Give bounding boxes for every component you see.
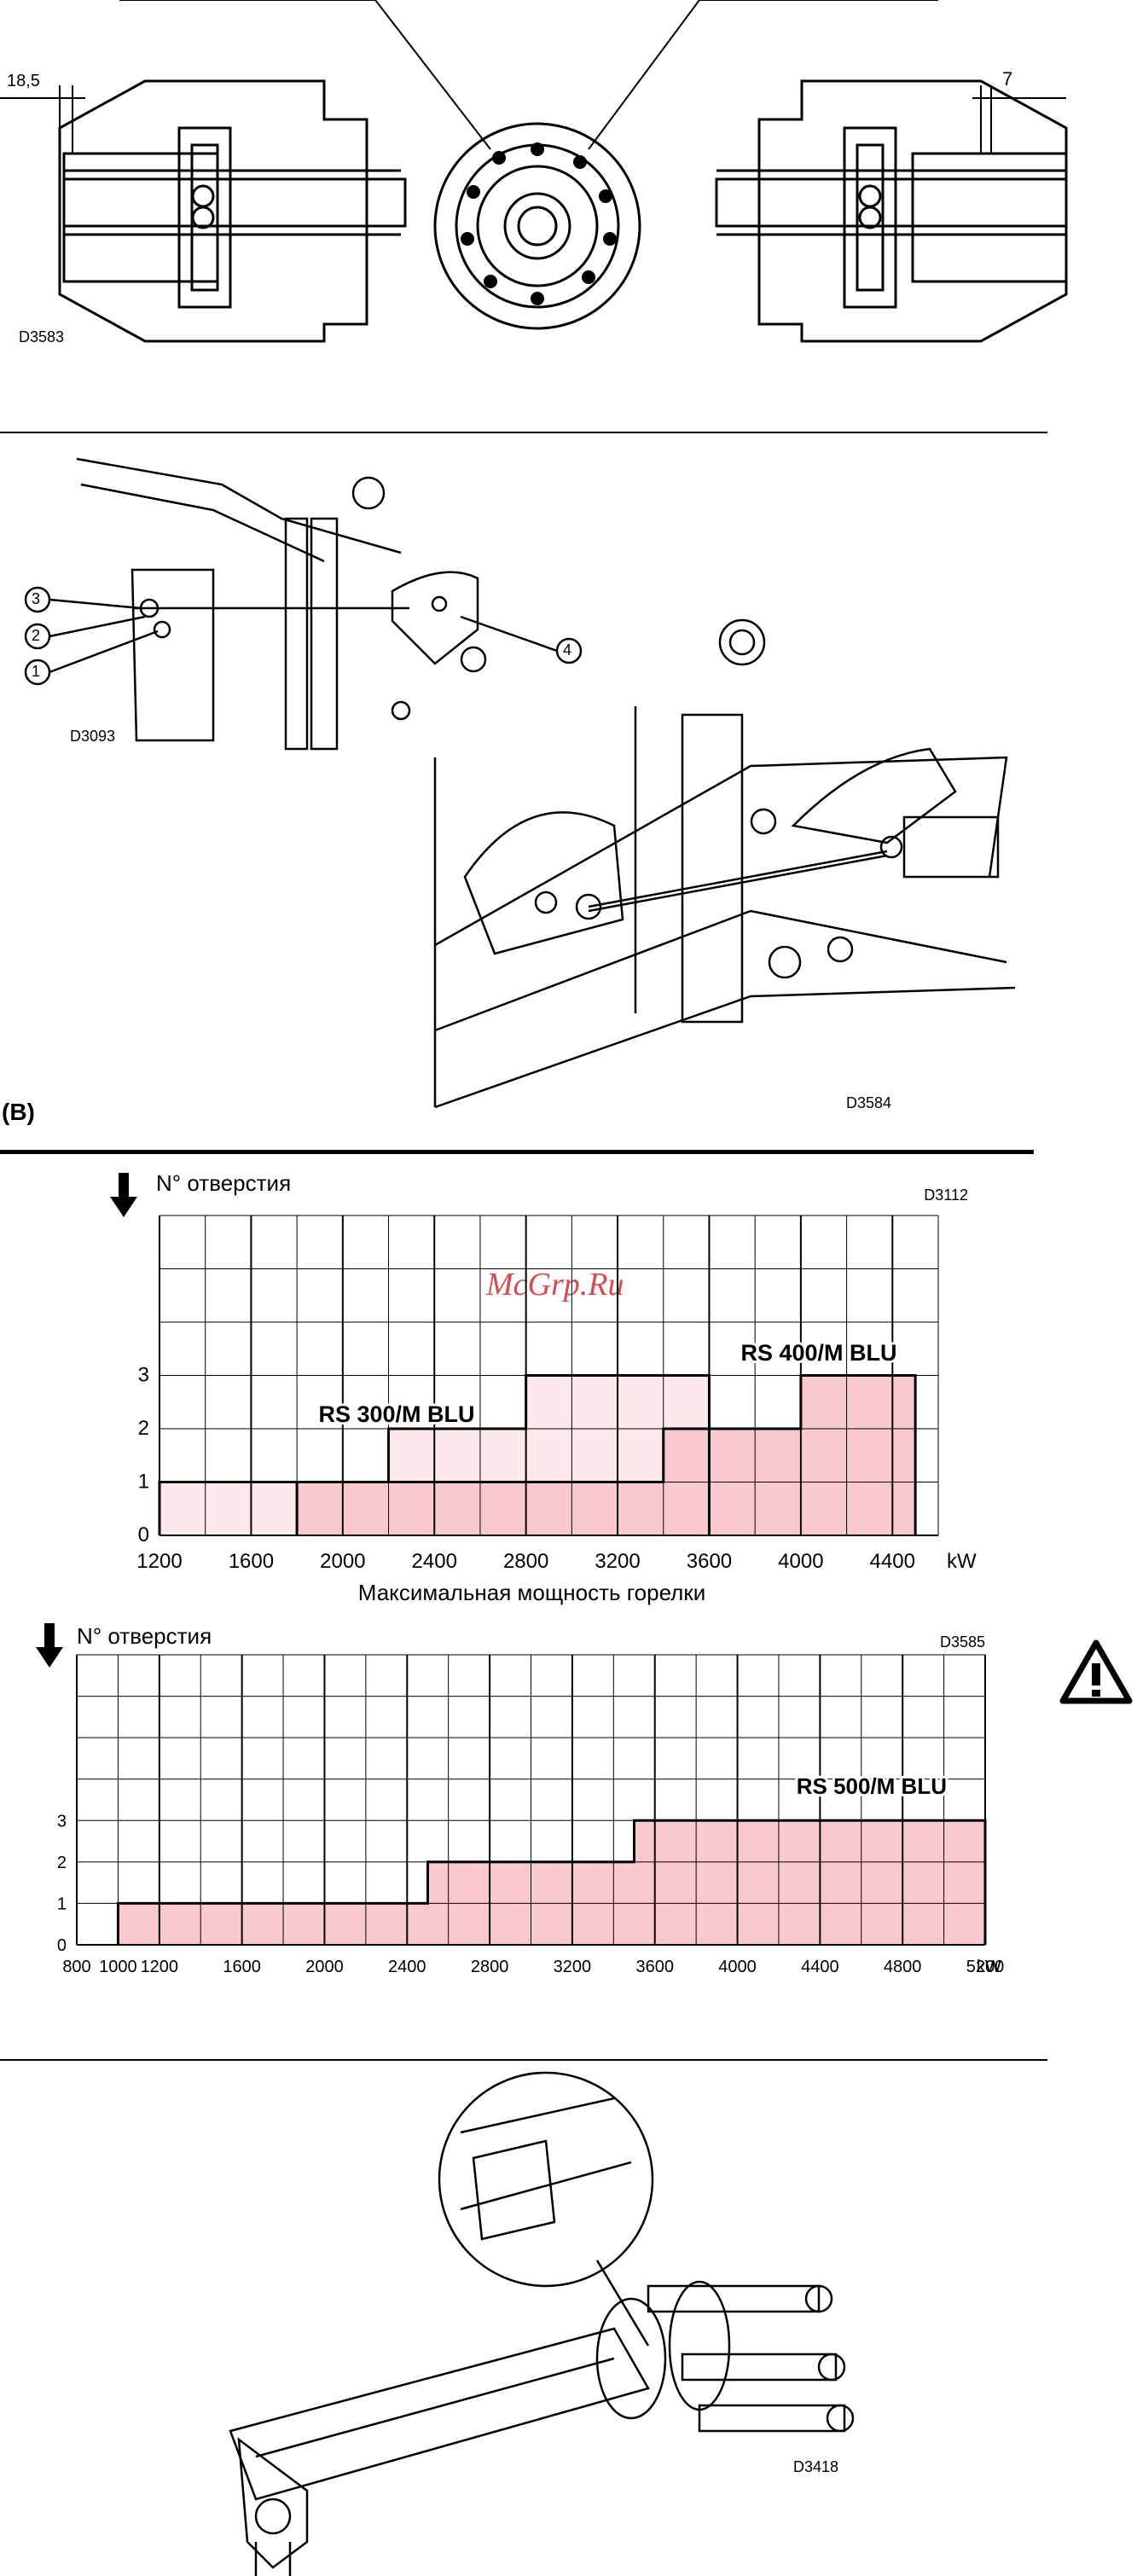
x-tick-label: 4400 — [801, 1958, 839, 1975]
x-tick-label: 2000 — [305, 1958, 344, 1975]
x-tick-label: 1600 — [229, 1550, 274, 1573]
callout-1: 1 — [32, 663, 40, 681]
callout-3: 3 — [32, 590, 40, 608]
arrow-down-icon — [44, 1623, 55, 1649]
arrow-down-head — [110, 1197, 137, 1217]
section-linkage: 3 2 1 4 D3093 D3584 (B) — [0, 433, 1137, 1133]
divider-line-lower — [0, 2059, 1047, 2061]
x-tick-label: 4400 — [870, 1550, 915, 1573]
x-tick-label: 4000 — [718, 1958, 757, 1975]
chart-code: D3585 — [940, 1633, 985, 1651]
series-fill-2 — [801, 1376, 915, 1536]
arrow-down-head — [36, 1647, 63, 1668]
arrow-down-icon — [119, 1173, 129, 1198]
drawing-code-small: D3093 — [70, 728, 115, 746]
y-tick-label: 3 — [57, 1812, 67, 1830]
warning-triangle-icon — [1058, 1638, 1134, 1706]
y-tick-label: 2 — [138, 1417, 149, 1440]
section-head-detail: 18,5 7 D3583 — [0, 0, 1137, 431]
y-tick-label: 3 — [138, 1364, 149, 1387]
drawing-code: D3583 — [19, 328, 64, 346]
x-tick-label: 1200 — [141, 1958, 179, 1975]
y-tick-label: 1 — [138, 1471, 149, 1494]
x-tick-label: 1600 — [223, 1958, 261, 1975]
x-tick-label: 4000 — [778, 1550, 823, 1573]
y-tick-label: 2 — [57, 1854, 67, 1872]
series-fill-1 — [635, 1820, 985, 1945]
x-tick-label: 2000 — [320, 1550, 365, 1573]
dim-label-right: 7 — [1002, 68, 1012, 90]
section-draw-tube: D3418 — [0, 2064, 1137, 2576]
draw-tube-drawing — [0, 2064, 1137, 2576]
x-tick-label: 3600 — [687, 1550, 732, 1573]
y-axis-label: N° отверстия — [77, 1623, 212, 1649]
callout-2: 2 — [32, 627, 40, 645]
x-tick-label: 2800 — [471, 1958, 509, 1975]
x-tick-label: 3200 — [595, 1550, 640, 1573]
x-unit-label: kW — [947, 1550, 977, 1573]
series-label: RS 400/M BLU — [740, 1340, 896, 1366]
x-unit-label: kW — [977, 1958, 1001, 1975]
x-tick-label: 2400 — [412, 1550, 457, 1573]
divider-line-thick — [0, 1150, 1034, 1154]
x-tick-label: 1000 — [99, 1958, 137, 1975]
drawing-code-large: D3584 — [846, 1094, 891, 1112]
x-tick-label: 800 — [62, 1958, 90, 1975]
callout-4: 4 — [563, 641, 571, 659]
x-tick-label: 2400 — [388, 1958, 426, 1975]
drawing-code-tube: D3418 — [793, 2458, 838, 2476]
y-axis-label: N° отверстия — [156, 1170, 291, 1196]
x-tick-label: 1200 — [136, 1550, 182, 1573]
chart-code: D3112 — [924, 1186, 968, 1204]
dim-label-left: 18,5 — [7, 72, 40, 91]
head-detail-drawing — [0, 0, 1137, 431]
x-tick-label: 4800 — [884, 1958, 922, 1975]
series-label: RS 500/M BLU — [797, 1773, 947, 1799]
x-tick-label: 2800 — [503, 1550, 548, 1573]
series-label: RS 300/M BLU — [318, 1401, 474, 1427]
x-axis-label: Максимальная мощность горелки — [358, 1580, 706, 1605]
x-tick-label: 3600 — [635, 1958, 674, 1975]
y-tick-label: 0 — [57, 1936, 67, 1955]
y-tick-label: 0 — [138, 1523, 149, 1546]
x-tick-label: 3200 — [554, 1958, 592, 1975]
series-fill-1 — [118, 1903, 427, 1945]
section-label-b: (B) — [2, 1099, 35, 1126]
linkage-drawing — [0, 433, 1137, 1133]
y-tick-label: 1 — [57, 1894, 67, 1913]
